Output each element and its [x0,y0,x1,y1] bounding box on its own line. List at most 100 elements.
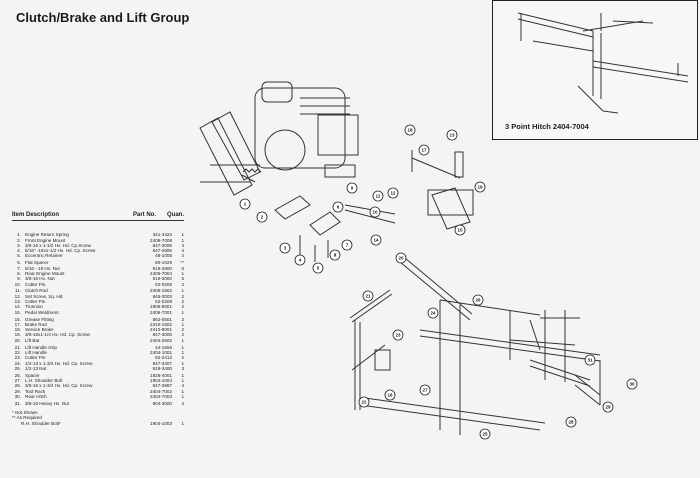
svg-text:5: 5 [317,266,320,271]
note-quantity: 1 [181,420,184,426]
row-part-no: 847-2606 [152,248,172,254]
row-description: Flat Spacer [25,260,49,266]
callout-17: 17 [418,144,430,156]
row-number: 13. [14,299,21,305]
svg-text:8: 8 [334,253,337,258]
row-part-no: 80-1029 [155,260,172,266]
row-quantity: 1 [181,360,184,366]
callout-31: 31 [584,354,596,366]
svg-text:17: 17 [421,148,427,153]
svg-text:1: 1 [244,202,247,207]
row-number: 3. [17,242,21,248]
row-description: Trunnion [25,304,43,310]
row-part-no: 847-3005 [152,332,172,338]
row-description: Lift Bar [25,337,40,343]
row-number: 30. [14,393,21,399]
row-quantity: 2 [181,332,184,338]
row-quantity: 1 [181,232,184,238]
row-description: Clutch Rod [25,288,48,294]
row-description: 3/8-16 x 1-1/2 Hx. Hd. Cp.Screw [25,242,92,248]
header-quantity: Quan. [166,212,184,218]
parts-list-header: Item Description Part No. Quan. [12,212,184,222]
row-part-no: 48-1005 [155,253,172,259]
callout-15: 15 [454,224,466,236]
row-quantity: 1 [181,372,184,378]
callout-24: 24 [427,307,439,319]
row-part-no: 847-3006 [152,242,172,248]
row-quantity: 5 [181,276,184,282]
row-number: 23. [14,355,21,361]
row-quantity: ** [180,260,184,266]
row-number: 2. [17,237,21,243]
row-description: L.H. Shoulder Bolt [25,377,63,383]
row-number: 14. [14,304,21,310]
row-quantity: 4 [181,253,184,259]
row-number: 20. [14,337,21,343]
callout-10: 10 [369,206,381,218]
note-row: ** As Required [12,415,184,420]
row-quantity: 1 [181,344,184,350]
row-number: 11. [14,288,21,294]
row-number: 25. [14,365,21,371]
row-number: 29. [14,388,21,394]
row-description: Service Brake [25,327,54,333]
callout-6: 6 [332,201,344,213]
callout-28: 28 [565,416,577,428]
callout-26: 26 [472,294,484,306]
svg-text:11: 11 [376,194,381,199]
callout-27: 27 [419,384,431,396]
row-description: Set Screw, Sq. Hd. [25,293,64,299]
row-number: 10. [14,281,21,287]
hitch-inset: 3 Point Hitch 2404-7004 [492,0,698,140]
svg-text:10: 10 [372,210,378,215]
callout-16: 16 [384,389,396,401]
engine-illustration [254,81,359,178]
rear-mount-illustration [274,195,341,262]
svg-text:16: 16 [387,393,393,398]
row-number: 19. [14,332,21,338]
row-description: Tool Rack [25,388,46,394]
callout-30: 30 [626,378,638,390]
row-part-no: 904-3000 [152,400,172,406]
svg-text:19: 19 [477,185,483,190]
row-number: 6. [17,260,21,266]
row-description: Front Engine Mount [25,237,66,243]
svg-text:12: 12 [390,191,396,196]
row-number: 12. [14,293,21,299]
row-number: 31. [14,400,21,406]
svg-text:13: 13 [449,133,455,138]
row-quantity: 3 [181,365,184,371]
row-description: 3/8-16 Heavy Hx. Nut [25,400,69,406]
callout-3: 3 [279,242,291,254]
row-description: 3/8-16x1-1/4 Hx. Hd. Cp. Screw [25,332,90,338]
callout-4: 4 [294,254,306,266]
row-number: 8. [17,270,21,276]
svg-text:4: 4 [299,258,302,263]
callout-20: 20 [395,252,407,264]
callout-9: 9 [346,182,358,194]
svg-text:24: 24 [430,311,436,316]
row-quantity: 1 [181,377,184,383]
svg-text:14: 14 [373,238,379,243]
row-number: 24. [14,360,21,366]
lift-bar-illustration [349,257,473,410]
callout-2: 2 [256,211,268,223]
row-quantity: 2 [181,327,184,333]
callout-29: 29 [602,401,614,413]
row-part-no: 2406-7008 [150,237,172,243]
row-quantity: 4 [181,383,184,389]
note-text: R.H. Shoulder Bolt* [21,420,61,426]
row-part-no: 2406-1502 [150,288,172,294]
row-quantity: 2 [181,355,184,361]
row-quantity: 6 [181,265,184,271]
row-description: Spacer [25,372,40,378]
row-description: Brake Rod [25,321,47,327]
row-quantity: 1 [181,321,184,327]
